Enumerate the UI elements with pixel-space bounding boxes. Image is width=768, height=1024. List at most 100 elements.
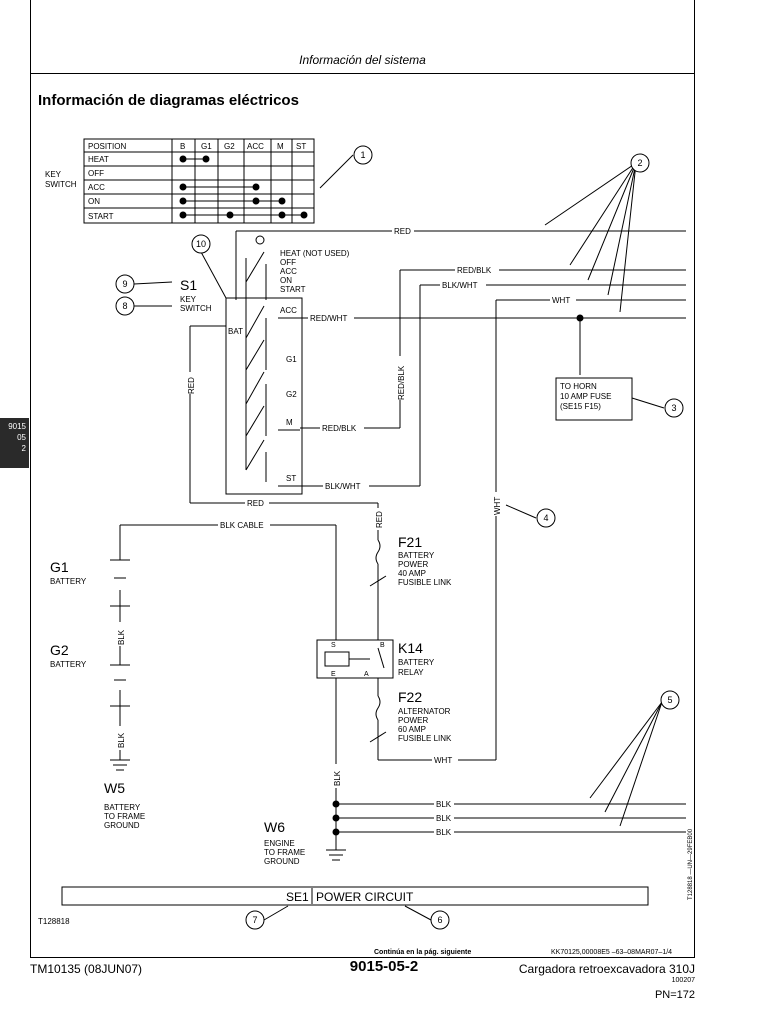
wire-label: BLK/WHT	[442, 281, 478, 290]
wire-label: RED/BLK	[397, 365, 406, 400]
key-switch-label: SWITCH	[45, 180, 77, 189]
wire-label: BLK	[333, 770, 342, 786]
table-row-on: ON	[88, 197, 100, 206]
terminal-acc: ACC	[280, 306, 297, 315]
callout-number: 2	[637, 158, 642, 168]
footer-machine: Cargadora retroexcavadora 310J	[518, 962, 695, 976]
table-header-st: ST	[296, 142, 306, 151]
switch-pos: ON	[280, 276, 292, 285]
footer-small-code: 100207	[671, 977, 695, 984]
callout-8	[115, 296, 135, 316]
wire-label: BLK	[117, 629, 126, 645]
s1-desc: KEY	[180, 295, 197, 304]
switch-pos: ACC	[280, 267, 297, 276]
w5-desc: GROUND	[104, 821, 140, 830]
callout-number: 10	[196, 239, 206, 249]
wire-label: BLK CABLE	[220, 521, 264, 530]
callout-5	[660, 690, 680, 710]
f22-name: F22	[398, 689, 422, 705]
side-tab: 9015 05 2	[0, 418, 29, 468]
k14-pin: E	[331, 671, 336, 678]
wire-label: WHT	[493, 497, 502, 515]
terminal-g2: G2	[286, 390, 297, 399]
table-row-acc: ACC	[88, 183, 105, 192]
callout-number: 6	[437, 915, 442, 925]
table-row-off: OFF	[88, 169, 104, 178]
callout-9	[115, 274, 135, 294]
terminal-bat: BAT	[228, 327, 243, 336]
section-header: Información del sistema	[299, 53, 426, 67]
terminal-g1: G1	[286, 355, 297, 364]
page-frame	[30, 0, 695, 958]
w5-name: W5	[104, 780, 125, 796]
callout-number: 1	[360, 150, 365, 160]
horn-note: (SE15 F15)	[560, 402, 601, 411]
callout-number: 8	[122, 301, 127, 311]
k14-name: K14	[398, 640, 423, 656]
footer-pn: PN=172	[654, 989, 695, 1001]
w5-desc: TO FRAME	[104, 812, 145, 821]
key-switch-box	[225, 297, 303, 495]
f21-desc: POWER	[398, 560, 428, 569]
wire-label: RED	[394, 227, 411, 236]
callout-6	[430, 910, 450, 930]
callout-number: 5	[667, 695, 672, 705]
wire-label: BLK	[436, 828, 452, 837]
table-header-g2: G2	[224, 142, 235, 151]
horn-note: TO HORN	[560, 382, 597, 391]
w5-desc: BATTERY	[104, 803, 141, 812]
wire-label: BLK	[436, 814, 452, 823]
f22-desc: POWER	[398, 716, 428, 725]
side-tab-line: 2	[21, 444, 26, 453]
callout-10	[191, 234, 211, 254]
table-row-heat: HEAT	[88, 155, 109, 164]
switch-pos: START	[280, 285, 306, 294]
k14-desc: RELAY	[398, 668, 424, 677]
callout-1	[353, 145, 373, 165]
s1-name: S1	[180, 277, 197, 293]
wire-label: BLK	[436, 800, 452, 809]
k14-pin: B	[380, 642, 385, 649]
f22-desc: FUSIBLE LINK	[398, 734, 452, 743]
g1-name: G1	[50, 559, 69, 575]
f21-desc: BATTERY	[398, 551, 435, 560]
f22-desc: ALTERNATOR	[398, 707, 451, 716]
side-tab-line: 05	[17, 433, 26, 442]
wire-label: WHT	[552, 296, 570, 305]
table-header-g1: G1	[201, 142, 212, 151]
callout-number: 9	[122, 279, 127, 289]
callout-3	[664, 398, 684, 418]
wire-label: BLK	[117, 732, 126, 748]
g1-desc: BATTERY	[50, 577, 87, 586]
wire-label: RED/WHT	[310, 314, 347, 323]
reference-code: KK70125,00008E5 –63–08MAR07–1/4	[551, 949, 673, 956]
wire-label: RED/BLK	[457, 266, 492, 275]
table-header-m: M	[277, 142, 284, 151]
switch-pos: HEAT (NOT USED)	[280, 249, 350, 258]
key-table-frame	[83, 138, 315, 224]
footer-page-number: 9015-05-2	[349, 958, 419, 975]
continue-note: Continúa en la pág. siguiente	[374, 949, 472, 956]
wire-label: RED	[187, 377, 196, 394]
k14-pin: A	[364, 671, 369, 678]
table-header-position: POSITION	[88, 142, 126, 151]
table-header-acc: ACC	[247, 142, 264, 151]
s1-desc: SWITCH	[180, 304, 212, 313]
w6-desc: ENGINE	[264, 839, 295, 848]
callout-4	[536, 508, 556, 528]
side-tab-line: 9015	[8, 422, 26, 431]
circuit-name: POWER CIRCUIT	[316, 890, 414, 904]
wire-label: RED	[375, 511, 384, 528]
switch-pos: OFF	[280, 258, 296, 267]
callout-7	[245, 910, 265, 930]
table-header-b: B	[180, 142, 185, 151]
w6-desc: GROUND	[264, 857, 300, 866]
f21-desc: FUSIBLE LINK	[398, 578, 452, 587]
f21-desc: 40 AMP	[398, 569, 426, 578]
wire-label: WHT	[434, 756, 452, 765]
wire-label: RED	[247, 499, 264, 508]
circuit-code: SE1	[286, 890, 309, 904]
page-title: Información de diagramas eléctricos	[38, 92, 299, 109]
header-rule	[30, 73, 695, 74]
